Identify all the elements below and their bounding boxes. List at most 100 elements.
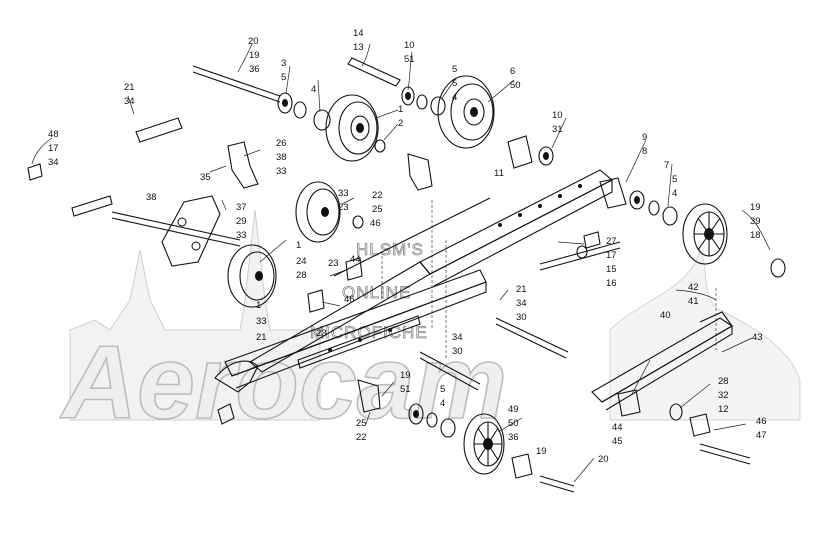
bearings-spacers [277, 86, 786, 479]
callout-4-a: 4 [311, 84, 316, 95]
callout-45: 45 [612, 436, 623, 447]
callout-1-top: 1 [398, 104, 403, 115]
callout-34-top: 34 [124, 96, 135, 107]
callout-14: 14 [353, 28, 364, 39]
callout-23-c: 23 [316, 328, 327, 339]
callout-28-left: 28 [296, 270, 307, 281]
callout-38-b: 38 [146, 192, 157, 203]
callout-11: 11 [494, 168, 504, 179]
callout-36-low: 36 [508, 432, 519, 443]
callout-19-right: 19 [750, 202, 761, 213]
callout-51-top: 51 [404, 54, 415, 65]
callout-10-mid: 10 [552, 110, 563, 121]
callout-23-b: 23 [328, 258, 339, 269]
callout-42: 42 [688, 282, 699, 293]
callout-44-low: 44 [612, 422, 623, 433]
callout-36-top: 36 [249, 64, 260, 75]
callout-32: 32 [718, 390, 729, 401]
callout-19-low: 19 [400, 370, 411, 381]
callout-6: 6 [510, 66, 515, 77]
leader-lines [31, 43, 771, 483]
callout-43: 43 [752, 332, 763, 343]
brackets [27, 117, 641, 425]
callout-46-a: 46 [370, 218, 381, 229]
callout-33-a: 33 [276, 166, 287, 177]
slide-rail-left [214, 269, 487, 393]
callout-34-mid: 34 [516, 298, 527, 309]
callout-17-right: 17 [606, 250, 617, 261]
callout-2: 2 [398, 118, 403, 129]
spoked-wheel-bottom [463, 413, 505, 475]
idler-wheel-top-left [325, 94, 379, 162]
callout-50-low: 50 [508, 418, 519, 429]
callout-20-top: 20 [248, 36, 259, 47]
callout-26: 26 [276, 138, 287, 149]
slide-rail-right [249, 169, 613, 373]
callout-41: 41 [688, 296, 699, 307]
callout-8: 8 [642, 146, 647, 157]
idler-wheel-low-left [227, 244, 277, 308]
idler-wheel-mid [295, 181, 341, 243]
callout-40: 40 [660, 310, 671, 321]
callout-46-low: 46 [756, 416, 767, 427]
spoked-wheel-right [682, 203, 728, 265]
callout-34-left: 34 [48, 157, 59, 168]
callout-4-b: 4 [452, 92, 457, 103]
callout-5-b: 5 [281, 72, 286, 83]
callout-35: 35 [200, 172, 211, 183]
callout-30-low: 30 [452, 346, 463, 357]
callout-48: 48 [48, 129, 59, 140]
callout-12: 12 [718, 404, 729, 415]
callout-19-top: 19 [249, 50, 260, 61]
callout-50-top: 50 [510, 80, 521, 91]
callout-21-low: 21 [256, 332, 267, 343]
assembly-lines [381, 200, 717, 360]
callout-15: 15 [606, 264, 617, 275]
callout-17-left: 17 [48, 143, 59, 154]
callout-22-low: 22 [356, 432, 367, 443]
callout-34-low: 34 [452, 332, 463, 343]
callout-10-top: 10 [404, 40, 415, 51]
callout-19-bottom: 19 [536, 446, 547, 457]
callout-5-c: 5 [452, 78, 457, 89]
callout-9: 9 [642, 132, 647, 143]
watermark-line1: HLSM'S [356, 240, 424, 259]
callout-labels: 20 19 36 14 13 10 51 5 6 3 5 4 5 4 50 21… [48, 28, 767, 465]
callout-4-low: 4 [440, 398, 445, 409]
callout-1-mid: 1 [296, 240, 301, 251]
callout-22-top: 22 [372, 190, 383, 201]
callout-21-mid: 21 [516, 284, 527, 295]
callout-30-mid: 30 [516, 312, 527, 323]
callout-7: 7 [664, 160, 669, 171]
callout-1-low: 1 [256, 300, 261, 311]
callout-33-c: 33 [236, 230, 247, 241]
callout-28-right: 28 [718, 376, 729, 387]
callout-13: 13 [353, 42, 364, 53]
callout-25-top: 25 [372, 204, 383, 215]
callout-33-b: 33 [338, 188, 349, 199]
callout-18: 18 [750, 230, 761, 241]
callout-5-low: 5 [440, 384, 445, 395]
callout-29: 29 [236, 216, 247, 227]
callout-46-b: 46 [344, 294, 355, 305]
callout-4-c: 4 [672, 188, 677, 199]
callout-21-top: 21 [124, 82, 135, 93]
callout-20-bottom: 20 [598, 454, 609, 465]
idler-wheel-top-right [437, 75, 495, 149]
callout-5-a: 5 [452, 64, 457, 75]
callout-47: 47 [756, 430, 767, 441]
callout-5-d: 5 [672, 174, 677, 185]
rear-arm [591, 311, 734, 411]
shafts [111, 57, 751, 493]
watermark: Aerocam HLSM'S ONLINE MICROFICHE [58, 209, 801, 442]
callout-24: 24 [296, 256, 307, 267]
watermark-brand: Aerocam [59, 325, 507, 441]
callout-31: 31 [552, 124, 563, 135]
callout-51-low: 51 [400, 384, 411, 395]
callout-37: 37 [236, 202, 247, 213]
callout-16: 16 [606, 278, 617, 289]
callout-23-a: 23 [338, 202, 349, 213]
callout-38-a: 38 [276, 152, 287, 163]
